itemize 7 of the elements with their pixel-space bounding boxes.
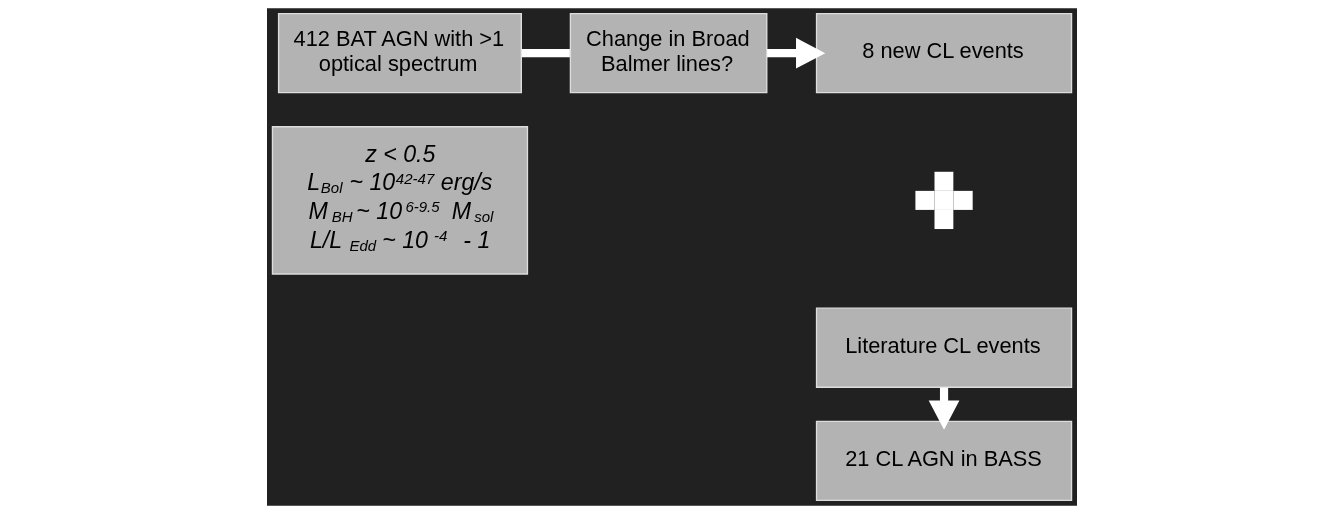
node-box: 21 CL AGN in BASS [815,420,1072,502]
node-box: 412 BAT AGN with >1 optical spectrum [277,12,522,94]
connector [521,49,570,58]
node-box: Change in Broad Balmer lines? [569,12,767,94]
arrow [766,37,825,69]
node-box: Literature CL events [815,307,1072,388]
node-box: 8 new CL events [815,12,1072,94]
